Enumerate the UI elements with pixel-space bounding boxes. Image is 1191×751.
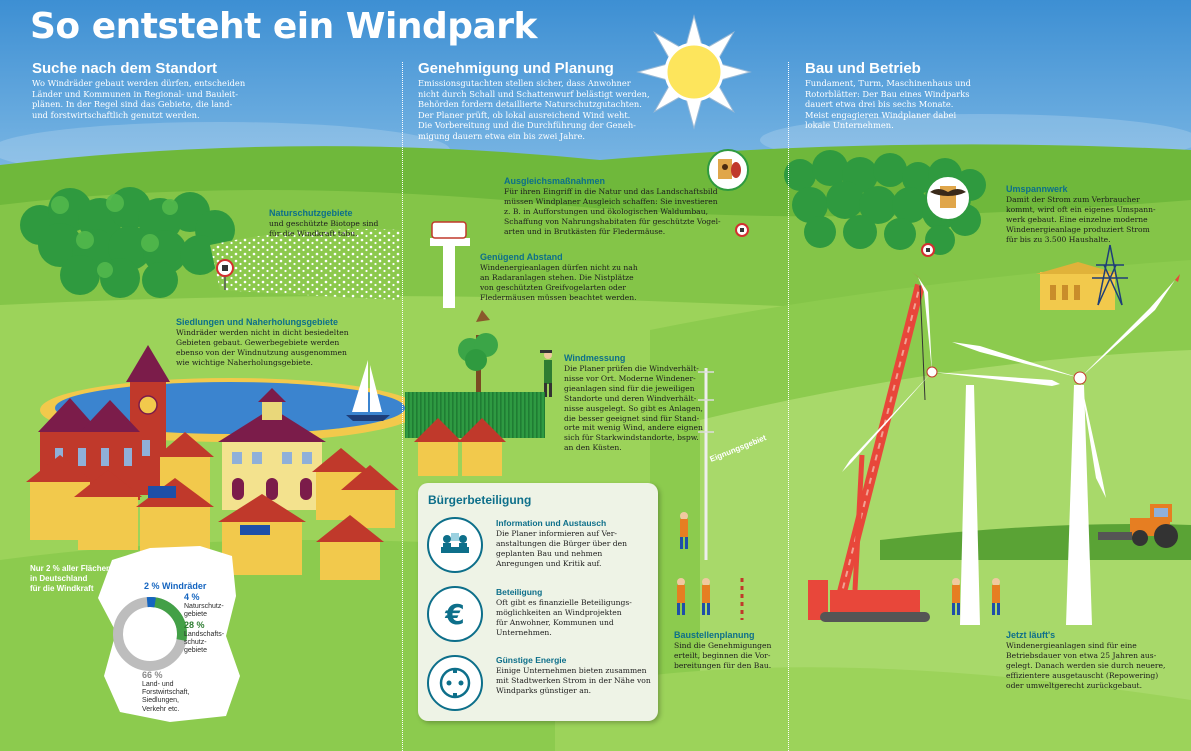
germany-map — [98, 546, 240, 722]
wind-share-label: 2 % Windräder — [144, 581, 207, 591]
svg-text:€: € — [444, 598, 464, 631]
no-entry-sign-icon — [735, 223, 749, 237]
annotation-heading-naturschutz: Naturschutzgebiete — [269, 208, 353, 218]
annotation-heading-siedlungen: Siedlungen und Naherholungsgebiete — [176, 317, 339, 327]
surveyor-binoculars — [540, 350, 552, 397]
euro-icon: € — [427, 586, 483, 642]
annotation-heading-baustelle: Baustellenplanung — [674, 630, 755, 640]
no-entry-sign-icon — [216, 259, 234, 290]
workers — [677, 512, 1000, 620]
panel-item-heading-information: Information und Austausch — [496, 518, 607, 528]
segment-pct-landwirtschaft: 66 % — [142, 670, 163, 680]
annotation-heading-ausgleich: Ausgleichsmaßnahmen — [504, 176, 606, 186]
segment-pct-landschaftsschutz: 28 % — [184, 620, 205, 630]
donut-naturschutz — [113, 597, 187, 671]
column-divider — [788, 62, 789, 751]
bird-nesting-box-icon — [707, 149, 749, 191]
bat-box-icon — [925, 175, 971, 221]
sun-icon — [636, 14, 752, 130]
tree-middle — [458, 310, 498, 395]
town-hall — [218, 388, 326, 510]
annotation-heading-windmessung: Windmessung — [564, 353, 626, 363]
measurement-mast — [698, 368, 714, 560]
buergerbeteiligung-panel: Bürgerbeteiligung Information und Austau… — [418, 483, 658, 721]
crane — [808, 283, 930, 622]
forest-right — [784, 150, 986, 255]
page-title: So entsteht ein Windpark — [30, 6, 538, 47]
section-heading-planung: Genehmigung und Planung — [418, 60, 614, 77]
annotation-text-ausgleich: Für ihren Eingriff in die Natur und das … — [504, 187, 721, 236]
power-socket-icon — [427, 655, 483, 711]
annotation-heading-jetzt: Jetzt läuft's — [1006, 630, 1056, 640]
section-heading-standort: Suche nach dem Standort — [32, 60, 218, 77]
tractor — [1098, 504, 1178, 548]
annotation-heading-umspannwerk: Umspannwerk — [1006, 184, 1068, 194]
radar-tower — [430, 221, 470, 308]
panel-item-text-information: Die Planer informieren auf Ver-anstaltun… — [496, 529, 628, 568]
segment-pct-naturschutz: 4 % — [184, 592, 200, 602]
panel-title: Bürgerbeteiligung — [428, 493, 532, 507]
power-pylon — [1092, 244, 1128, 306]
houses-middle — [414, 418, 506, 476]
wind-turbine-1 — [842, 272, 1060, 625]
flower-meadow — [210, 229, 400, 300]
panel-item-heading-beteiligung: Beteiligung — [496, 587, 543, 597]
annotation-text-siedlungen: Windräder werden nicht in dicht besiedel… — [176, 328, 349, 367]
column-divider — [402, 62, 403, 751]
no-entry-sign-icon — [921, 243, 935, 257]
section-text-standort: Wo Windräder gebaut werden dürfen, entsc… — [32, 78, 246, 120]
section-text-planung: Emissionsgutachten stellen sicher, dass … — [418, 78, 650, 141]
wind-turbine-2 — [952, 274, 1180, 625]
sailboat-icon — [346, 360, 390, 421]
meeting-icon — [427, 517, 483, 573]
annotation-text-windmessung: Die Planer prüfen die Windverhält-nisse … — [564, 364, 703, 453]
panel-item-text-beteiligung: Oft gibt es finanzielle Beteiligungs-mög… — [496, 598, 632, 637]
segment-label-naturschutz: Naturschutz-gebiete — [184, 603, 224, 619]
segment-label-landschaftsschutz: Landschafts-schutz-gebiete — [184, 631, 225, 655]
annotation-heading-abstand: Genügend Abstand — [480, 252, 563, 262]
section-heading-bau: Bau und Betrieb — [805, 60, 921, 77]
panel-item-heading-energie: Günstige Energie — [496, 655, 567, 665]
houses-left — [26, 432, 399, 580]
